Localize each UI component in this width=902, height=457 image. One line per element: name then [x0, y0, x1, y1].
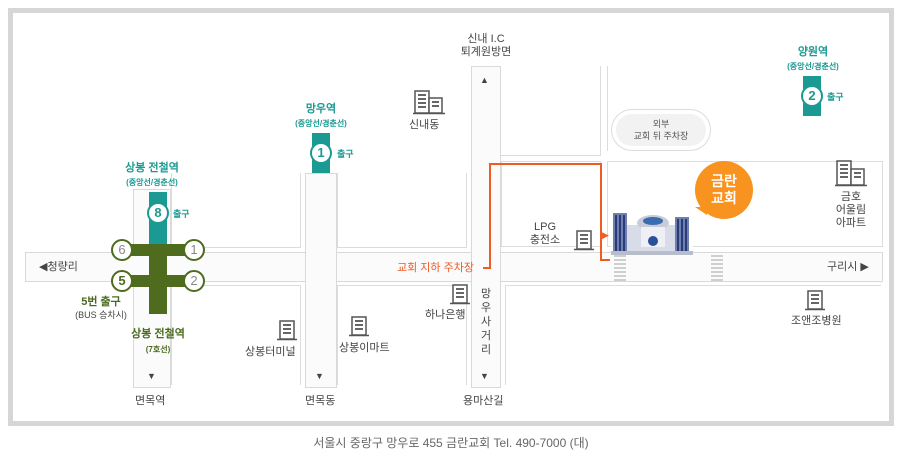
apartment-building-icon: [835, 160, 867, 187]
exit-8-label: 출구: [173, 209, 190, 219]
yangwon-exit-2-badge: 2: [801, 85, 823, 107]
parking-route-top: [489, 163, 602, 165]
exit-2-badge: 2: [183, 270, 205, 292]
landmark-hana-bank: 하나은행: [425, 309, 466, 321]
landmark-joanjo-hospital: 조앤조병원: [791, 315, 842, 327]
apartment-building-icon: [413, 90, 445, 115]
landmark-sangbong-terminal: 상봉터미널: [245, 346, 296, 358]
block-mid-west: [337, 173, 467, 248]
parking-route-tick: [483, 267, 491, 269]
mangu-exit-1-badge: 1: [310, 142, 332, 164]
direction-guri: 구리시 ▶: [827, 261, 869, 273]
office-building-icon: [805, 290, 825, 311]
exit-1-badge: 1: [183, 239, 205, 261]
line7-bar-vertical: [149, 244, 167, 314]
sangbong-station-name: 상봉 전철역: [125, 162, 179, 174]
outer-parking-label: 외부 교회 뒤 주차장: [616, 114, 706, 146]
church-building-icon: [611, 205, 693, 255]
road-mangu-station: [305, 173, 337, 388]
arrow-down-icon: ▼: [480, 371, 489, 381]
exit-5-badge: 5: [111, 270, 133, 292]
outer-parking-lot: 외부 교회 뒤 주차장: [611, 109, 711, 151]
exit-8-badge: 8: [147, 202, 169, 224]
block-edge: [607, 66, 608, 151]
landmark-mangu-intersection: 망 우 사 거 리: [480, 288, 492, 356]
road-sinnae-ic: [471, 66, 501, 388]
block-west: [171, 173, 301, 248]
exit-5-note-title: 5번 출구: [81, 296, 121, 308]
landmark-sinnae-dong: 신내동: [409, 119, 440, 131]
office-building-icon: [277, 320, 297, 341]
yangwon-exit-label: 출구: [827, 92, 844, 102]
landmark-geumho-apartment: 금호 어울림 아파트: [835, 191, 867, 229]
line7-station-line: (7호선): [145, 345, 171, 354]
office-building-icon: [450, 284, 470, 305]
arrow-down-icon: ▼: [315, 371, 324, 381]
arrow-right-icon: ▶: [602, 230, 609, 240]
yangwon-station-line: (중앙선/경춘선): [787, 62, 839, 71]
direction-cheongnyangni: ◀청량리: [39, 261, 78, 273]
direction-sinnae-ic: 신내 I.C 퇴계원방면: [460, 33, 512, 58]
direction-myeonmok-dong: 면목동: [305, 395, 336, 407]
callout-tail: [695, 207, 707, 215]
crosswalk: [614, 255, 626, 281]
landmark-lpg-station: LPG 충전소: [529, 221, 561, 246]
address-caption: 서울시 중랑구 망우로 455 금란교회 Tel. 490-7000 (대): [313, 436, 589, 450]
sangbong-station-line: (중앙선/경춘선): [126, 178, 178, 187]
block-north-center: [501, 66, 601, 156]
mangu-exit-label: 출구: [337, 149, 354, 159]
parking-route-vertical-right: [600, 163, 602, 261]
mangu-station-name: 망우역: [305, 103, 337, 115]
direction-myeonmok-station: 면목역: [135, 395, 166, 407]
office-building-icon: [349, 316, 369, 337]
mangu-station-line: (중앙선/경춘선): [295, 119, 347, 128]
yangwon-station-name: 양원역: [797, 46, 829, 58]
direction-yongmasan-gil: 용마산길: [463, 395, 504, 407]
arrow-down-icon: ▼: [147, 371, 156, 381]
underground-parking-label: 교회 지하 주차장: [397, 262, 474, 274]
exit-6-badge: 6: [111, 239, 133, 261]
map-frame: ◀청량리 구리시 ▶ 신내 I.C 퇴계원방면 ▲ ▼ ▼ ▼ 면목역 면목동 …: [8, 8, 894, 426]
church-callout: 금란 교회: [695, 161, 753, 219]
line7-station-name: 상봉 전철역: [131, 328, 185, 340]
location-map: ◀청량리 구리시 ▶ 신내 I.C 퇴계원방면 ▲ ▼ ▼ ▼ 면목역 면목동 …: [13, 13, 889, 421]
parking-route-vertical-left: [489, 163, 491, 269]
crosswalk: [711, 255, 723, 281]
arrow-up-icon: ▲: [480, 75, 489, 85]
exit-5-note-sub: (BUS 승차시): [75, 310, 127, 320]
parking-route-bottom: [600, 259, 610, 261]
office-building-icon: [574, 230, 594, 251]
landmark-sangbong-emart: 상봉이마트: [339, 342, 390, 354]
